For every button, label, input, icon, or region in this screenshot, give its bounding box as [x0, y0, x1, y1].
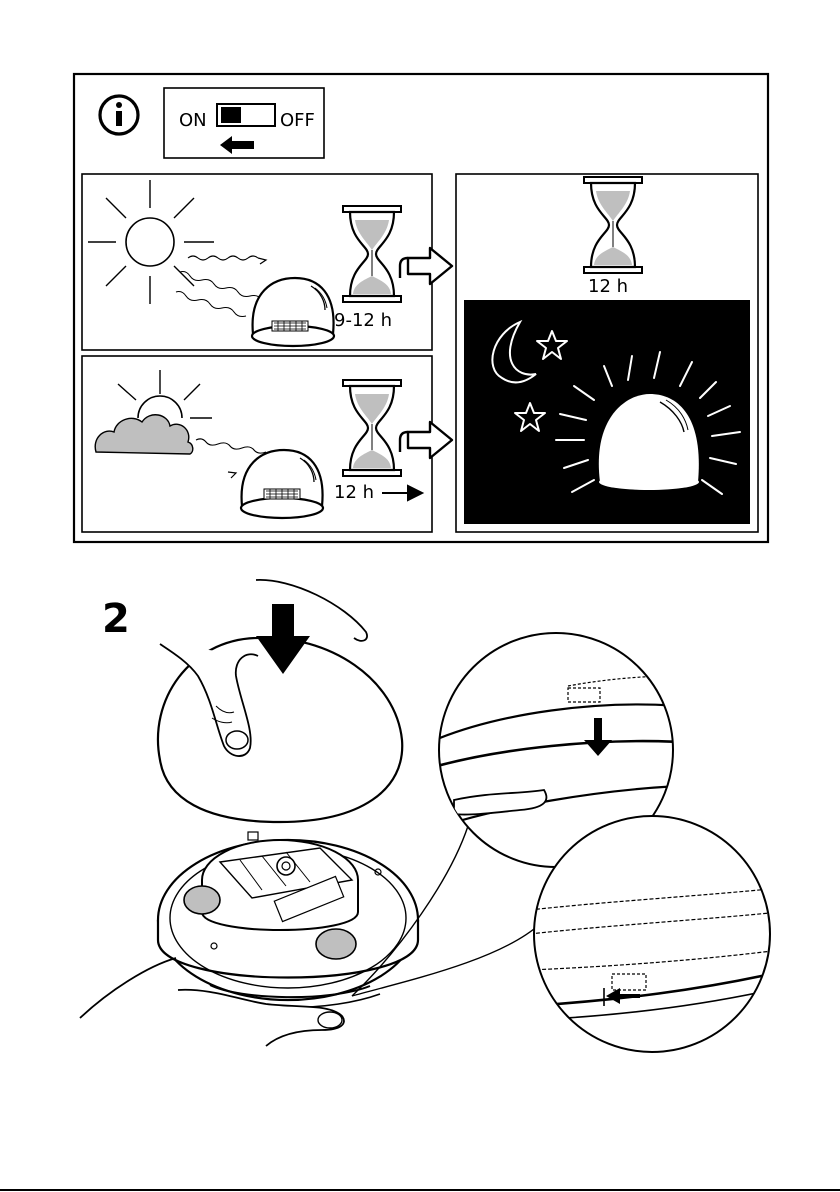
sunny-duration-label: 9-12 h: [334, 310, 392, 331]
foot-pad: [316, 929, 356, 959]
night-scene: [464, 300, 750, 524]
switch-off-label: OFF: [280, 110, 315, 131]
switch-knob: [221, 107, 241, 123]
solar-panel-icon: [272, 321, 308, 331]
lamp-base: [158, 832, 418, 1008]
step-2-illustration: 2: [80, 580, 780, 1052]
step-number: 2: [102, 596, 130, 642]
power-switch-diagram: ON OFF: [164, 88, 324, 158]
switch-on-label: ON: [179, 110, 207, 131]
cloudy-charging-panel: 12 h: [82, 356, 432, 532]
info-panel: ON OFF 9-12 h: [74, 74, 768, 542]
info-icon: [100, 96, 138, 134]
detail-zoom-lower: [530, 816, 780, 1052]
night-output-panel: 12 h: [456, 174, 758, 532]
night-duration-label: 12 h: [588, 276, 628, 297]
switch-icon: [248, 832, 258, 840]
foot-pad: [184, 886, 220, 914]
sunny-charging-panel: 9-12 h: [82, 174, 432, 350]
solar-panel-icon: [264, 489, 300, 499]
cloudy-duration-label: 12 h: [334, 482, 374, 503]
